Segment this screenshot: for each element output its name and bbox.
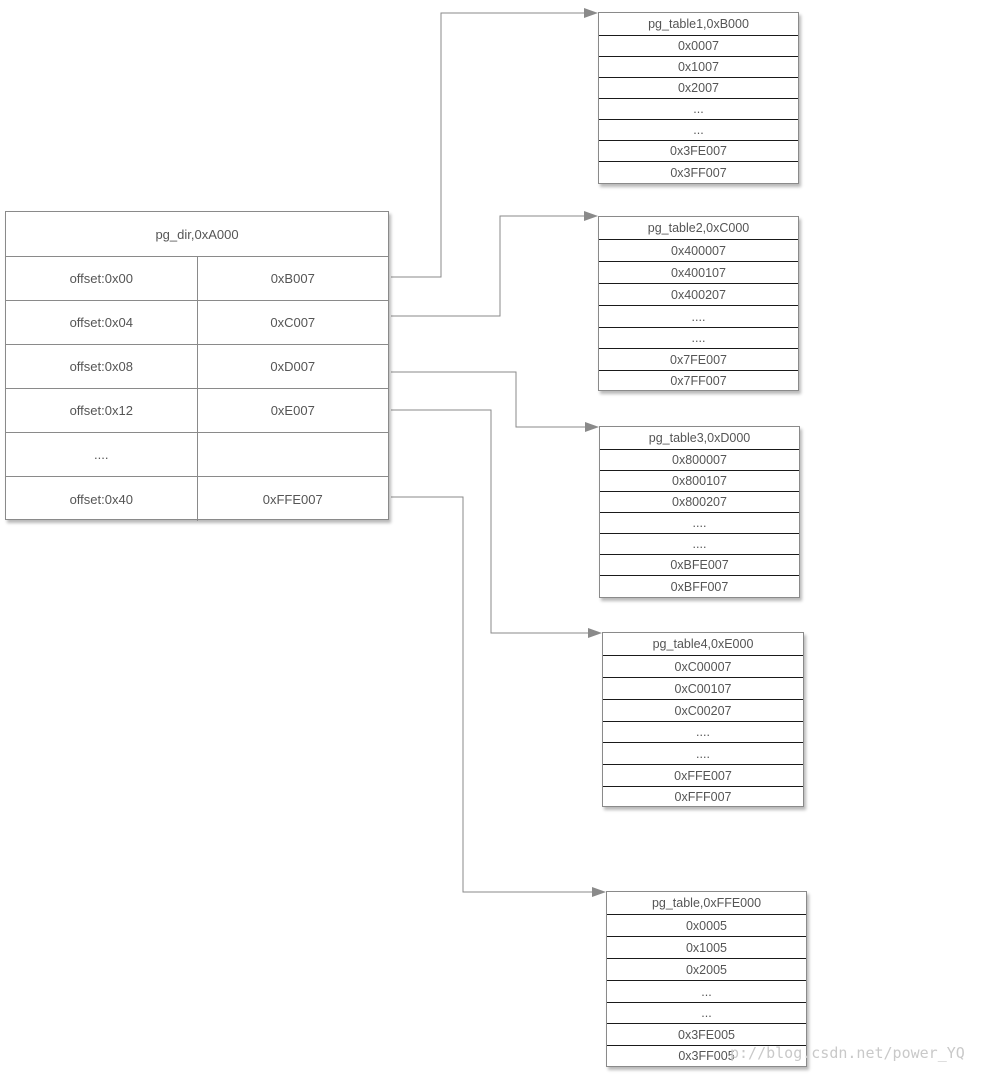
pg-table-entry: 0x400007	[599, 239, 798, 261]
pg-table-entry: 0x400107	[599, 261, 798, 283]
pg-dir-row: ....	[6, 433, 388, 477]
pg-dir-row: offset:0x00 0xB007	[6, 257, 388, 301]
pg-dir-row: offset:0x04 0xC007	[6, 301, 388, 345]
pg-dir-offset: offset:0x12	[6, 389, 198, 432]
pg-table-3: pg_table3,0xD000 0x800007 0x800107 0x800…	[599, 426, 800, 598]
pg-table-entry: ....	[603, 742, 803, 764]
pg-table-entry: 0x800107	[600, 470, 799, 491]
pg-table-5: pg_table,0xFFE000 0x0005 0x1005 0x2005 .…	[606, 891, 807, 1067]
pg-table-title: pg_table3,0xD000	[648, 431, 751, 445]
pg-dir-table: pg_dir,0xA000 offset:0x00 0xB007 offset:…	[5, 211, 389, 521]
pg-table-title: pg_table1,0xB000	[648, 17, 749, 31]
pg-table-entry: 0x3FE007	[599, 140, 798, 161]
pg-dir-value: 0xFFE007	[262, 491, 323, 507]
pg-table-entry: ....	[600, 512, 799, 533]
pg-table-entry: 0x2007	[599, 77, 798, 98]
pg-dir-offset: offset:0x40	[6, 477, 198, 521]
pg-dir-row: offset:0x12 0xE007	[6, 389, 388, 433]
pg-dir-value: 0xB007	[270, 271, 315, 286]
pg-table-entry: 0xFFE007	[603, 764, 803, 786]
arrow-dir-to-table2	[391, 211, 598, 317]
pg-dir-title: pg_dir,0xA000	[6, 212, 388, 257]
pg-table-entry: 0x3FF007	[599, 161, 798, 183]
pg-dir-row: offset:0x40 0xFFE007	[6, 477, 388, 521]
pg-table-entry: 0x3FE005	[607, 1023, 806, 1045]
pg-dir-row: offset:0x08 0xD007	[6, 345, 388, 389]
pg-table-entry: ...	[607, 980, 806, 1002]
arrow-dir-to-table1	[391, 8, 598, 278]
pg-table-entry: 0x800207	[600, 491, 799, 512]
pg-table-entry: ...	[607, 1002, 806, 1023]
pg-table-entry: 0x1007	[599, 56, 798, 77]
pg-table-entry: ...	[599, 119, 798, 140]
pg-dir-value	[198, 433, 389, 476]
pg-table-4: pg_table4,0xE000 0xC00007 0xC00107 0xC00…	[602, 632, 804, 807]
pg-table-entry: 0x400207	[599, 283, 798, 305]
pg-dir-value: 0xE007	[270, 403, 315, 418]
pg-table-title: pg_table2,0xC000	[647, 221, 750, 235]
pg-table-entry: 0x800007	[600, 449, 799, 470]
pg-table-1: pg_table1,0xB000 0x0007 0x1007 0x2007 ..…	[598, 12, 799, 184]
pg-table-entry: ....	[603, 721, 803, 742]
pg-table-entry: ....	[599, 305, 798, 327]
pg-table-entry: ....	[599, 327, 798, 348]
pg-table-2: pg_table2,0xC000 0x400007 0x400107 0x400…	[598, 216, 799, 391]
pg-dir-offset: offset:0x08	[6, 345, 198, 388]
arrow-dir-to-table4	[391, 409, 602, 638]
pg-table-entry: 0xBFF007	[600, 575, 799, 597]
pg-dir-value: 0xC007	[270, 315, 316, 330]
pg-table-entry: 0x2005	[607, 958, 806, 980]
pg-table-entry: 0xC00107	[603, 677, 803, 699]
pg-table-title: pg_table4,0xE000	[652, 637, 754, 651]
pg-table-entry: 0x7FF007	[599, 370, 798, 390]
pg-table-entry: 0x0005	[607, 914, 806, 936]
pg-table-title: pg_table,0xFFE000	[651, 896, 762, 910]
pg-dir-offset: ....	[6, 433, 198, 476]
pg-table-entry: 0xBFE007	[600, 554, 799, 575]
watermark: p://blog.csdn.net/power_YQ	[730, 1044, 965, 1062]
pg-table-entry: 0x0007	[599, 35, 798, 56]
arrow-dir-to-table3	[391, 371, 599, 432]
pg-dir-offset: offset:0x00	[6, 257, 198, 300]
pg-table-entry: ...	[599, 98, 798, 119]
pg-table-entry: ....	[600, 533, 799, 554]
pg-table-entry: 0xFFF007	[603, 786, 803, 806]
pg-dir-offset: offset:0x04	[6, 301, 198, 344]
pg-table-entry: 0xC00207	[603, 699, 803, 721]
pg-table-entry: 0x1005	[607, 936, 806, 958]
arrow-dir-to-table5	[391, 496, 606, 897]
pg-table-entry: 0x3FF005	[607, 1045, 806, 1066]
pg-table-entry: 0x7FE007	[599, 348, 798, 370]
pg-table-entry: 0xC00007	[603, 655, 803, 677]
pg-dir-value: 0xD007	[270, 359, 316, 374]
